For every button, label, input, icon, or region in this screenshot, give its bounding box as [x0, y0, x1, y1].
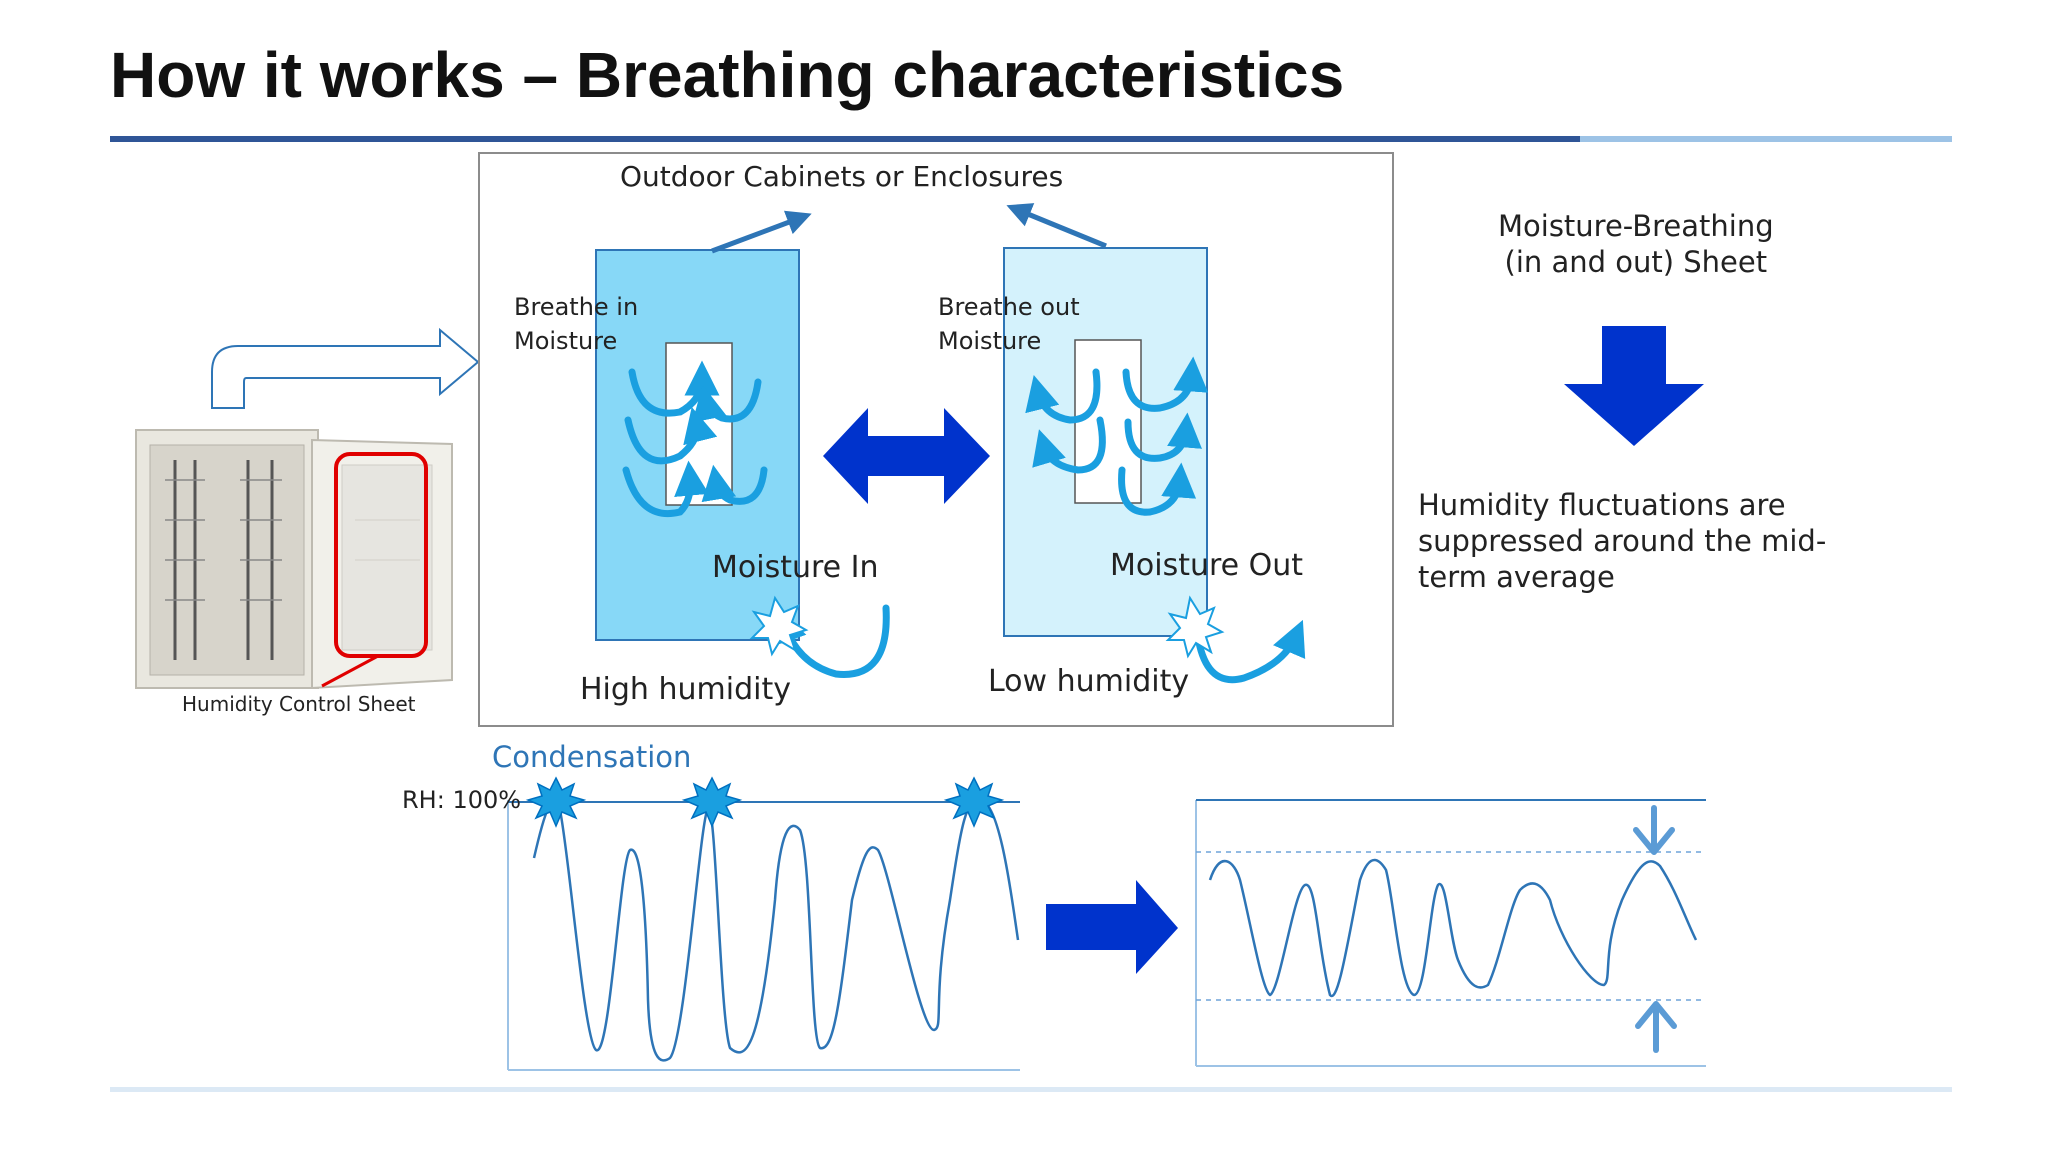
highlight-pointer-line: [321, 654, 379, 688]
suppression-arrows: [1633, 805, 1677, 1053]
condensation-burst-icons: [525, 776, 1005, 828]
rh-label: RH: 100%: [402, 786, 522, 814]
humidity-sheet-highlight: [334, 452, 428, 658]
result-text: Humidity fluctuations are suppressed aro…: [1418, 488, 1827, 594]
outflow-arrow-right: [1006, 203, 1107, 249]
enclosure-box: [478, 152, 1394, 727]
humidity-graph-after: [1195, 799, 1706, 1067]
humidity-graph-before: [507, 798, 1020, 1071]
high-humidity-label: High humidity: [580, 672, 791, 707]
enclosure-title: Outdoor Cabinets or Enclosures: [620, 160, 1064, 193]
cabinet-illustration: [135, 429, 453, 690]
sheet-title: Moisture-Breathing (in and out) Sheet: [1498, 209, 1774, 279]
breathe-in-label: Breathe in Moisture: [514, 293, 639, 355]
moisture-out-label: Moisture Out: [1110, 548, 1304, 583]
moisture-in-burst-icon: [749, 595, 809, 657]
double-arrow-icon: [823, 408, 990, 504]
title-underline: [110, 136, 1580, 142]
down-arrow-icon: [1564, 326, 1704, 446]
breathe-out-label: Breathe out Moisture: [938, 293, 1080, 355]
condensation-label: Condensation: [492, 740, 692, 774]
bent-arrow-icon: [211, 327, 480, 409]
cabinet-caption: Humidity Control Sheet: [182, 692, 416, 716]
footer-rule: [110, 1087, 1952, 1092]
outflow-arrow-left: [711, 210, 812, 254]
right-arrow-icon: [1046, 880, 1178, 974]
title-underline-accent: [1580, 136, 1952, 142]
slide-title: How it works – Breathing characteristics: [110, 39, 1345, 111]
moisture-out-arrows: [1025, 356, 1306, 684]
moisture-out-burst-icon: [1165, 595, 1225, 659]
moisture-in-arrows: [622, 360, 890, 678]
low-humidity-label: Low humidity: [988, 664, 1190, 699]
moisture-in-label: Moisture In: [712, 550, 879, 585]
